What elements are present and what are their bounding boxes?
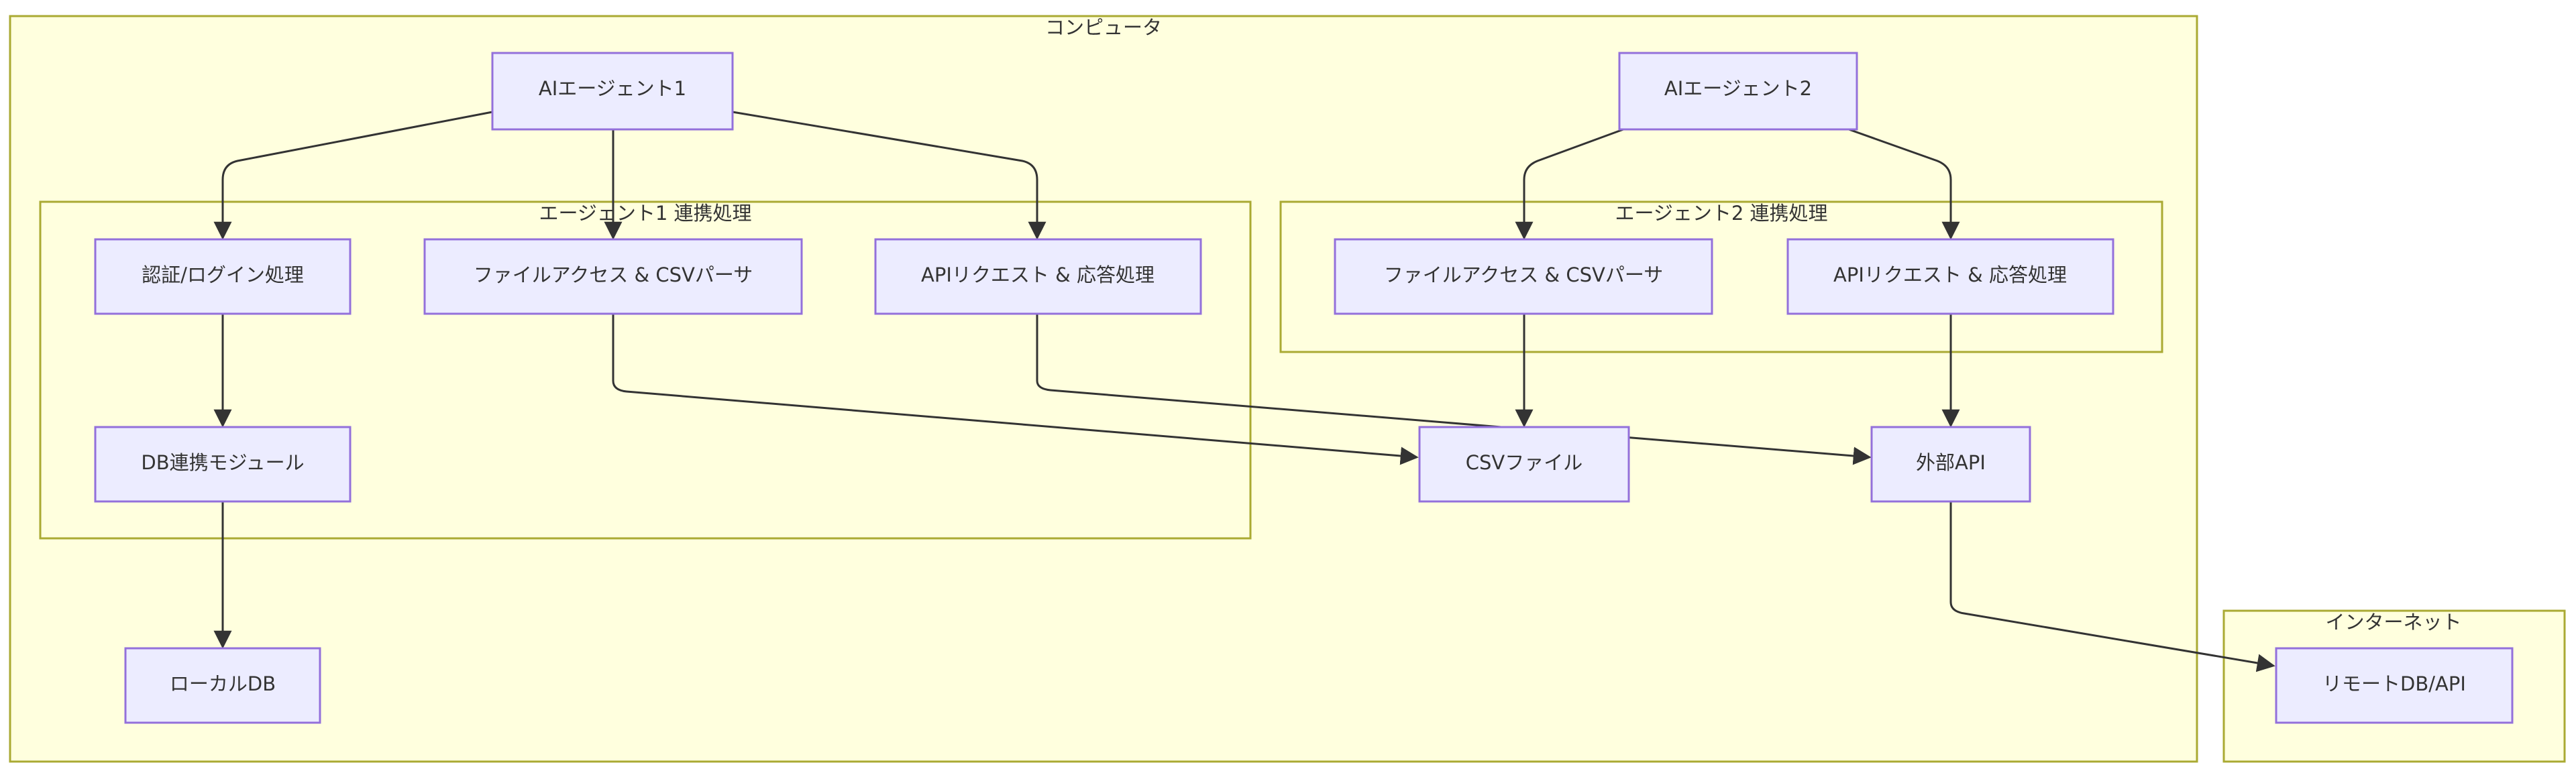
node-agent1[interactable]: AIエージェント1 (491, 52, 734, 131)
cluster-agent1-group-label: エージェント1 連携処理 (539, 202, 751, 225)
cluster-agent2-group-label: エージェント2 連携処理 (1615, 202, 1827, 225)
edge-agent2-file-access-2 (1515, 128, 1624, 240)
edges (213, 111, 2275, 672)
node-remote-db-api-label: リモートDB/API (2322, 672, 2466, 695)
edge-file-access-1-csv-file (612, 314, 1419, 465)
edge-agent1-auth (213, 111, 493, 240)
node-file-access-1[interactable]: ファイルアクセス & CSVパーサ (423, 238, 803, 315)
cluster-internet-label: インターネット (2325, 611, 2461, 634)
node-auth-label: 認証/ログイン処理 (142, 263, 304, 286)
node-file-access-1-label: ファイルアクセス & CSVパーサ (474, 263, 753, 286)
node-api-request-2-label: APIリクエスト & 応答処理 (1833, 263, 2067, 286)
node-agent1-label: AIエージェント1 (539, 77, 686, 100)
edge-api-request-1-external-api (1036, 314, 1872, 465)
node-csv-file[interactable]: CSVファイル (1418, 426, 1630, 503)
node-external-api-label: 外部API (1916, 451, 1986, 474)
node-db-module-label: DB連携モジュール (141, 451, 304, 474)
edge-agent1-api-request-1 (732, 111, 1046, 240)
node-db-module[interactable]: DB連携モジュール (94, 426, 352, 503)
node-local-db-label: ローカルDB (170, 672, 276, 695)
cluster-computer-label: コンピュータ (1045, 16, 1162, 39)
node-csv-file-label: CSVファイル (1466, 451, 1583, 474)
node-auth[interactable]: 認証/ログイン処理 (94, 238, 352, 315)
node-api-request-1-label: APIリクエスト & 応答処理 (921, 263, 1155, 286)
node-agent2-label: AIエージェント2 (1664, 77, 1812, 100)
node-api-request-1[interactable]: APIリクエスト & 応答処理 (874, 238, 1202, 315)
edge-external-api-remote-db-api (1949, 501, 2275, 672)
node-agent2[interactable]: AIエージェント2 (1618, 52, 1858, 131)
node-api-request-2[interactable]: APIリクエスト & 応答処理 (1786, 238, 2114, 315)
node-local-db[interactable]: ローカルDB (124, 647, 321, 724)
node-file-access-2[interactable]: ファイルアクセス & CSVパーサ (1334, 238, 1713, 315)
node-remote-db-api[interactable]: リモートDB/API (2275, 647, 2514, 724)
node-file-access-2-label: ファイルアクセス & CSVパーサ (1384, 263, 1664, 286)
node-external-api[interactable]: 外部API (1870, 426, 2031, 503)
edge-agent2-api-request-2 (1848, 128, 1960, 240)
